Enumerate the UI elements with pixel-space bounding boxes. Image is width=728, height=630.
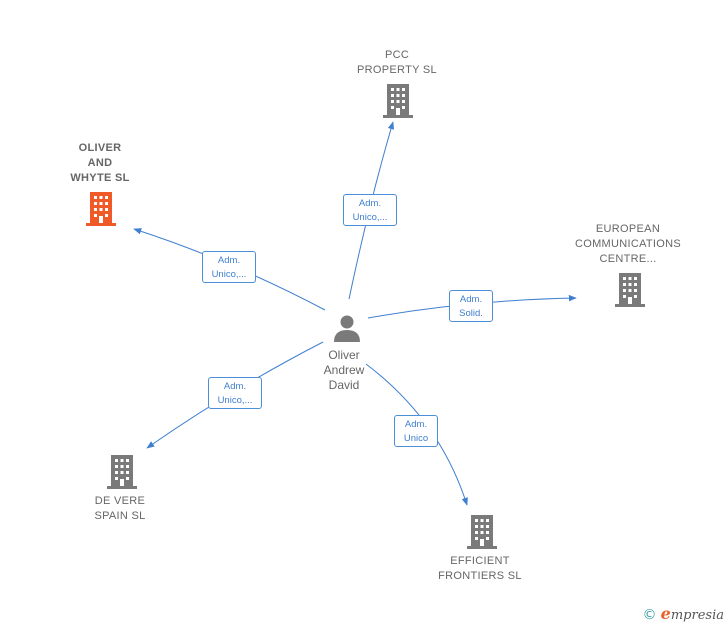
company-label-efficient[interactable]: EFFICIENT FRONTIERS SL <box>420 554 540 584</box>
edge-label-line: Unico,... <box>217 395 253 406</box>
company-label-de-vere[interactable]: DE VERE SPAIN SL <box>70 494 170 524</box>
company-label-line: CENTRE... <box>599 253 657 265</box>
edge-label-line: Solid. <box>459 308 483 319</box>
company-label-line: FRONTIERS SL <box>438 570 522 582</box>
edge-label-oliver-whyte[interactable]: Adm. Unico,... <box>202 251 256 283</box>
building-icon[interactable] <box>106 455 138 489</box>
person-label-line: Oliver <box>328 348 360 362</box>
person-label-line: David <box>328 378 360 392</box>
edge-label-line: Adm. <box>217 255 241 266</box>
building-icon[interactable] <box>85 192 117 226</box>
brand-logo-text: mpresia <box>670 608 724 623</box>
company-label-line: SPAIN SL <box>94 510 146 522</box>
copyright-symbol: © <box>642 607 657 623</box>
building-icon[interactable] <box>614 273 646 307</box>
company-label-line: EUROPEAN <box>595 223 661 235</box>
company-label-line: OLIVER <box>78 142 122 154</box>
edge-label-line: Unico,... <box>352 212 388 223</box>
edge-label-line: Adm. <box>404 419 428 430</box>
company-label-pcc[interactable]: PCC PROPERTY SL <box>340 48 454 78</box>
company-label-line: DE VERE <box>94 495 146 507</box>
building-icon[interactable] <box>382 84 414 118</box>
edge-label-line: Adm. <box>358 198 382 209</box>
edge-label-pcc[interactable]: Adm. Unico,... <box>343 194 397 226</box>
edge-label-de-vere[interactable]: Adm. Unico,... <box>208 377 262 409</box>
edge-label-european[interactable]: Adm. Solid. <box>449 290 493 322</box>
company-label-line: WHYTE SL <box>70 172 130 184</box>
company-label-line: COMMUNICATIONS <box>574 238 682 250</box>
company-label-line: PCC <box>384 49 410 61</box>
person-label[interactable]: Oliver Andrew David <box>304 348 384 393</box>
edge-label-line: Unico,... <box>211 269 247 280</box>
building-icon[interactable] <box>466 515 498 549</box>
company-label-line: EFFICIENT <box>450 555 510 567</box>
person-label-line: Andrew <box>323 363 365 377</box>
company-label-line: PROPERTY SL <box>357 64 437 76</box>
edge-label-line: Adm. <box>459 294 483 305</box>
person-icon[interactable] <box>333 314 361 342</box>
company-label-oliver-whyte[interactable]: OLIVER AND WHYTE SL <box>50 141 150 186</box>
edge-label-efficient[interactable]: Adm. Unico <box>394 415 438 447</box>
company-label-european[interactable]: EUROPEAN COMMUNICATIONS CENTRE... <box>563 222 693 267</box>
company-label-line: AND <box>87 157 113 169</box>
edge-label-line: Adm. <box>223 381 247 392</box>
brand-footer[interactable]: © empresia <box>643 604 724 623</box>
brand-logo-initial: e <box>660 604 671 623</box>
edge-label-line: Unico <box>403 433 429 444</box>
